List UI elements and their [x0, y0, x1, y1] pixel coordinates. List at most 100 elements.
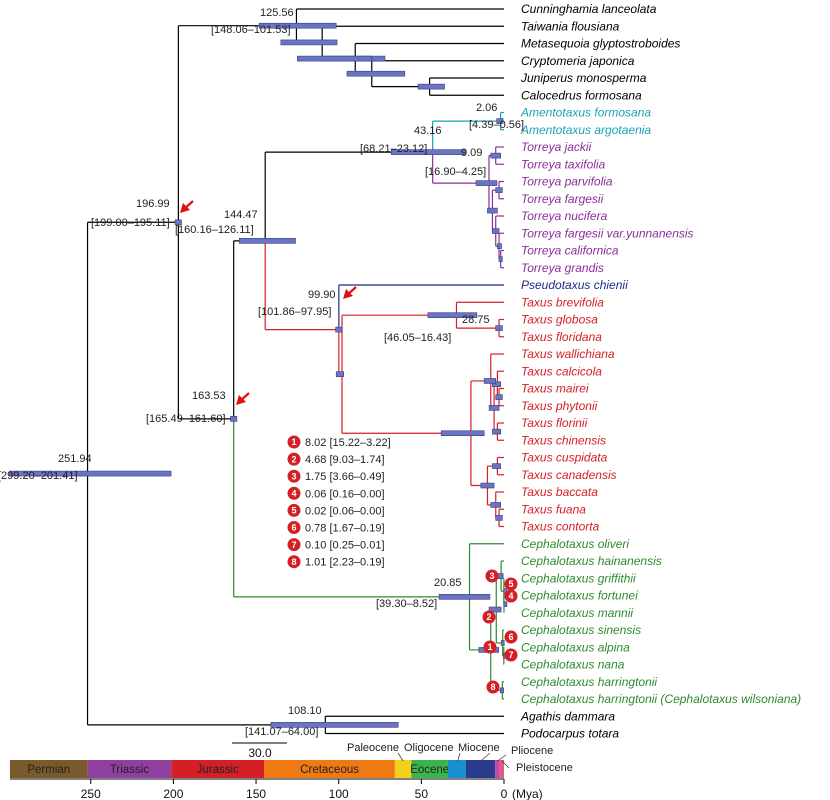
hpd-bar [475, 180, 498, 186]
node-age: 108.10 [288, 705, 322, 717]
legend-marker-number: 6 [291, 523, 296, 533]
node-age: 2.06 [476, 102, 497, 114]
taxon-label: Torreya jackii [521, 140, 592, 154]
legend-marker-number: 3 [291, 471, 296, 481]
epoch-callout-label: Paleocene [347, 742, 399, 754]
taxon-label: Cephalotaxus harringtonii [521, 675, 657, 689]
taxon-label: Taxus chinensis [521, 433, 606, 447]
numbered-marker [504, 648, 518, 662]
taxon-label: Torreya nucifera [521, 209, 608, 223]
taxon-label: Taxus florinii [521, 416, 588, 430]
hpd-bar [270, 722, 399, 728]
epoch-callout-line [501, 760, 510, 769]
numbered-marker-label: 2 [486, 612, 491, 622]
hpd-bar [480, 482, 495, 489]
legend-marker [287, 555, 301, 569]
hpd-bar [495, 325, 503, 331]
hpd-bar [495, 515, 503, 521]
taxon-label: Cryptomeria japonica [521, 54, 635, 68]
numbered-marker [504, 589, 518, 603]
red-arrow-head [236, 395, 246, 405]
hpd-bar [492, 381, 501, 387]
axis-tick-label: 250 [81, 787, 101, 800]
taxon-label: Agathis dammara [520, 709, 615, 723]
hpd-bar [500, 687, 504, 694]
period-band [264, 760, 395, 778]
period-band [394, 760, 412, 778]
epoch-callout-label: Pleistocene [516, 762, 573, 774]
hpd-bar [490, 152, 501, 159]
hpd-bar [335, 371, 344, 378]
legend-marker [287, 538, 301, 552]
legend-entry: 1.01 [2.23–0.19] [305, 557, 385, 569]
tree-branches [86, 8, 505, 735]
scale-bar: 30.0 [232, 742, 287, 760]
taxon-label: Cephalotaxus oliveri [521, 537, 629, 551]
numbered-marker [482, 610, 496, 624]
node-hpd-interval: [299.20–201.41] [0, 470, 78, 482]
taxon-label: Torreya fargesii var.yunnanensis [521, 226, 694, 240]
period-band [495, 760, 500, 778]
period-band [499, 760, 504, 778]
hpd-bar [335, 326, 343, 333]
node-hpd-interval: [148.06–101.53] [211, 24, 291, 36]
period-band [465, 760, 496, 778]
axis-tick-label: 50 [415, 787, 429, 800]
hpd-bar [503, 601, 508, 607]
node-hpd-interval: [199.00–195.11] [91, 217, 170, 229]
hpd-bar [280, 39, 338, 46]
numbered-marker [483, 640, 497, 654]
legend-marker [287, 452, 301, 466]
legend-entry: 8.02 [15.22–3.22] [305, 437, 391, 449]
legend-marker [287, 486, 301, 500]
hpd-bar [427, 312, 478, 318]
taxon-label: Juniperus monosperma [520, 71, 647, 85]
numbered-marker-label: 6 [508, 632, 513, 642]
taxon-label: Cephalotaxus harringtonii (Cephalotaxus … [521, 692, 801, 706]
hpd-bar [346, 70, 406, 77]
node-hpd-interval: [101.86–97.95] [258, 306, 331, 318]
legend-entry: 0.10 [0.25–0.01] [305, 540, 385, 552]
taxon-label: Metasequoia glyptostroboides [521, 37, 680, 51]
node-age: 99.90 [308, 289, 336, 301]
node-hpd-interval: [39.30–8.52] [376, 598, 437, 610]
legend-marker [287, 469, 301, 483]
taxon-label: Pseudotaxus chienii [521, 278, 628, 292]
node-age: 43.16 [414, 125, 442, 137]
numbered-marker-label: 8 [490, 682, 495, 692]
taxon-label: Cephalotaxus griffithii [521, 571, 636, 585]
taxon-label: Cephalotaxus mannii [521, 606, 633, 620]
node-age: 196.99 [136, 198, 170, 210]
taxon-label: Taxus canadensis [521, 468, 617, 482]
hpd-bar [483, 378, 497, 384]
hpd-bar [498, 256, 503, 262]
axis-unit: (Mya) [512, 787, 543, 800]
taxon-label: Torreya grandis [521, 261, 604, 275]
hpd-bar [490, 502, 501, 508]
numbered-marker-label: 1 [487, 642, 492, 652]
hpd-bar [390, 149, 467, 155]
legend-entry: 1.75 [3.66–0.49] [305, 471, 385, 483]
taxon-label: Podocarpus totara [521, 727, 619, 741]
legend-marker-number: 8 [291, 557, 296, 567]
period-band [171, 760, 265, 778]
axis-tick-label: 150 [246, 787, 266, 800]
hpd-bar [258, 22, 337, 29]
taxon-label: Cephalotaxus sinensis [521, 623, 641, 637]
period-band [9, 760, 88, 778]
legend-marker [287, 435, 301, 449]
legend-marker [287, 503, 301, 517]
axis-tick-label: 100 [329, 787, 349, 800]
taxon-label: Taxus cuspidata [521, 451, 608, 465]
taxon-label: Taxus baccata [521, 485, 598, 499]
epoch-callout-line [457, 752, 461, 762]
period-label: Triassic [110, 764, 149, 776]
highlight-arrows [180, 200, 357, 405]
period-band [447, 760, 466, 778]
legend-entry: 0.02 [0.06–0.00] [305, 505, 385, 517]
